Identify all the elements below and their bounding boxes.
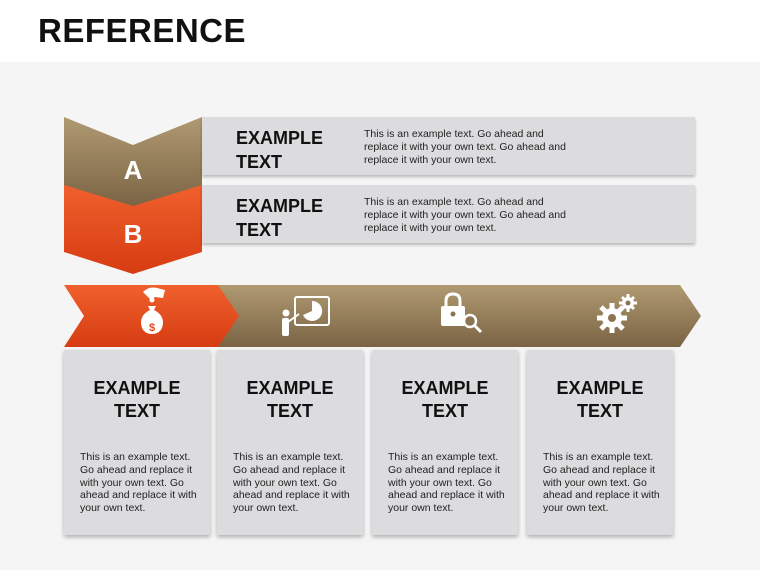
step-2-heading-line2: TEXT: [266, 401, 313, 421]
chevron-a-letter: A: [123, 155, 143, 185]
row-b-body: This is an example text. Go ahead and re…: [364, 196, 566, 234]
step-card-4: EXAMPLE TEXT This is an example text. Go…: [527, 350, 673, 535]
step-2-heading: EXAMPLE TEXT: [217, 377, 363, 423]
chevron-b: [64, 185, 202, 274]
row-b-heading: EXAMPLE TEXT: [236, 194, 346, 242]
row-panel-a: EXAMPLE TEXT This is an example text. Go…: [202, 117, 695, 175]
svg-text:$: $: [149, 322, 155, 334]
row-panel-b: EXAMPLE TEXT This is an example text. Go…: [202, 185, 695, 243]
step-3-body: This is an example text. Go ahead and re…: [388, 451, 505, 515]
step-2-heading-line1: EXAMPLE: [246, 378, 334, 398]
step-1-heading-line1: EXAMPLE: [93, 378, 181, 398]
chevron-b-letter: B: [123, 219, 143, 249]
row-a-heading-line1: EXAMPLE: [236, 128, 324, 148]
step-4-body: This is an example text. Go ahead and re…: [543, 451, 660, 515]
step-3-heading-line1: EXAMPLE: [401, 378, 489, 398]
presenter-chart-icon: [282, 296, 330, 336]
step-2-body: This is an example text. Go ahead and re…: [233, 451, 350, 515]
step-4-heading-line2: TEXT: [576, 401, 623, 421]
step-1-body: This is an example text. Go ahead and re…: [80, 451, 197, 515]
row-a-heading: EXAMPLE TEXT: [236, 126, 346, 174]
row-a-body: This is an example text. Go ahead and re…: [364, 128, 566, 166]
chevron-a: [64, 117, 202, 208]
lock-search-icon: [441, 292, 483, 334]
step-card-1: EXAMPLE TEXT This is an example text. Go…: [64, 350, 210, 535]
row-a-heading-line2: TEXT: [236, 152, 283, 172]
step-1-heading-line2: TEXT: [113, 401, 160, 421]
step-3-heading-line2: TEXT: [421, 401, 468, 421]
gears-icon: [597, 294, 637, 333]
step-1-heading: EXAMPLE TEXT: [64, 377, 210, 423]
step-3-heading: EXAMPLE TEXT: [372, 377, 518, 423]
step-card-2: EXAMPLE TEXT This is an example text. Go…: [217, 350, 363, 535]
page-title: REFERENCE: [38, 12, 247, 49]
step-card-3: EXAMPLE TEXT This is an example text. Go…: [372, 350, 518, 535]
header-bar: REFERENCE: [0, 0, 760, 62]
row-b-heading-line2: TEXT: [236, 220, 283, 240]
money-bag-icon: $: [141, 287, 165, 334]
step-4-heading-line1: EXAMPLE: [556, 378, 644, 398]
step-4-heading: EXAMPLE TEXT: [527, 377, 673, 423]
row-b-heading-line1: EXAMPLE: [236, 196, 324, 216]
